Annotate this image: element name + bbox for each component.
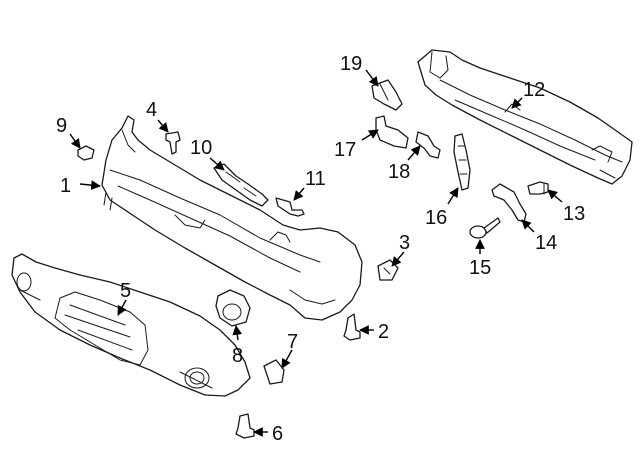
screw-15 <box>469 217 501 239</box>
callout-16: 16 <box>425 207 447 229</box>
side-bracket-16 <box>453 133 471 191</box>
lower-valance <box>11 253 251 397</box>
bracket-14 <box>491 183 527 223</box>
sensor-8 <box>215 289 251 327</box>
leader-11 <box>293 187 305 201</box>
callout-2: 2 <box>378 321 389 343</box>
callout-8: 8 <box>232 345 243 367</box>
leader-lines <box>69 69 563 437</box>
callout-17: 17 <box>334 139 356 161</box>
callout-19: 19 <box>340 53 362 75</box>
callout-14: 14 <box>535 232 557 254</box>
callout-1: 1 <box>60 175 71 197</box>
leader-9 <box>69 133 81 149</box>
screw-6 <box>235 413 255 439</box>
bracket-17 <box>375 115 409 149</box>
leader-3 <box>391 251 405 267</box>
callout-3: 3 <box>399 232 410 254</box>
leader-10 <box>209 157 225 171</box>
leader-4 <box>157 119 169 133</box>
reinforcement-beam <box>417 49 633 185</box>
leader-13 <box>547 189 563 203</box>
callout-5: 5 <box>120 280 131 302</box>
bracket-7 <box>263 359 285 385</box>
leader-17 <box>361 129 379 141</box>
callout-11: 11 <box>305 168 326 190</box>
screw-2 <box>343 313 361 341</box>
cap-9 <box>77 145 95 161</box>
callout-4: 4 <box>146 99 157 121</box>
bracket-18 <box>415 131 441 159</box>
callout-15: 15 <box>469 257 491 279</box>
callout-10: 10 <box>190 137 212 159</box>
leader-16 <box>447 187 459 205</box>
bracket-19 <box>371 79 403 111</box>
callout-labels: 1 2 3 4 5 6 7 8 9 10 11 12 13 14 15 16 1… <box>56 53 585 445</box>
bolt-11 <box>275 197 305 217</box>
callout-12: 12 <box>523 79 545 101</box>
push-pin-4 <box>165 131 181 155</box>
callout-7: 7 <box>287 331 298 353</box>
callout-13: 13 <box>563 203 585 225</box>
leader-14 <box>521 219 535 233</box>
bolt-13 <box>527 181 549 195</box>
leader-1 <box>79 180 101 190</box>
harness-10 <box>213 163 269 207</box>
leader-18 <box>407 145 421 161</box>
leader-5 <box>117 299 127 316</box>
callout-6: 6 <box>272 423 283 445</box>
callout-18: 18 <box>388 161 410 183</box>
bumper-cover <box>101 115 363 321</box>
leader-19 <box>365 69 379 87</box>
leader-12 <box>511 97 523 109</box>
leader-7 <box>281 349 293 369</box>
callout-9: 9 <box>56 115 67 137</box>
leader-8 <box>232 325 243 341</box>
